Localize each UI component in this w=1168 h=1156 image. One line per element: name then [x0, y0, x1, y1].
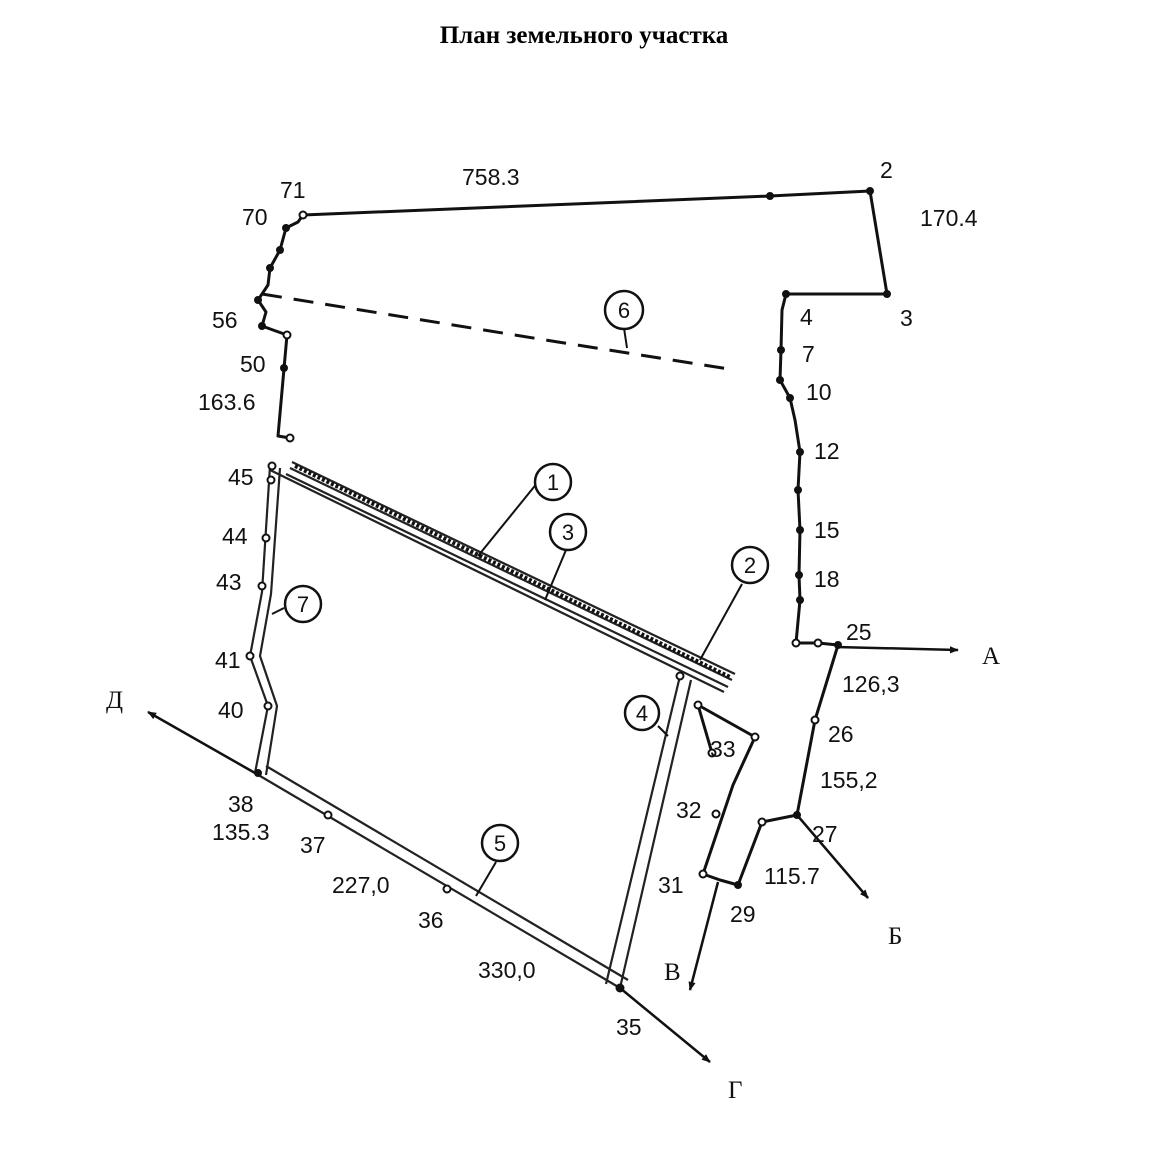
- ref-circle-5: 5: [480, 823, 520, 863]
- direction-label-g: Г: [728, 1077, 742, 1104]
- distance-label-227-0: 227,0: [332, 872, 390, 898]
- plan-title: План земельного участка: [439, 22, 729, 49]
- distance-label-758-3: 758.3: [462, 164, 520, 190]
- direction-label-b: Б: [888, 923, 902, 950]
- point-label-25: 25: [846, 619, 872, 645]
- ref-circle-4: 4: [623, 694, 661, 732]
- band-line-inner-2: [269, 469, 725, 693]
- ref-7-label: 7: [297, 592, 309, 617]
- point-label-27: 27: [812, 821, 838, 847]
- point-label-4: 4: [800, 304, 813, 330]
- west-double-line-2: [258, 467, 282, 776]
- ref-3-label: 3: [562, 520, 574, 545]
- point-label-70: 70: [242, 204, 268, 230]
- point-label-44: 44: [222, 523, 248, 549]
- leader-5: [475, 861, 497, 897]
- point-label-43: 43: [216, 569, 242, 595]
- distance-label-135-3: 135.3: [212, 819, 270, 845]
- band-line-hatch: [294, 464, 731, 679]
- direction-label-v: В: [664, 959, 681, 986]
- leader-4: [657, 725, 669, 737]
- point-label-38: 38: [228, 791, 254, 817]
- ref-4-label: 4: [636, 701, 648, 726]
- leader-1: [477, 481, 539, 557]
- band-line-mid: [289, 467, 733, 681]
- boundary-points: [245, 187, 891, 993]
- point-label-31: 31: [658, 872, 684, 898]
- point-label-37: 37: [300, 832, 326, 858]
- ref-5-label: 5: [494, 831, 506, 856]
- ref-6-label: 6: [618, 298, 630, 323]
- direction-label-d: Д: [106, 687, 123, 714]
- point-label-33: 33: [710, 736, 736, 762]
- point-label-71: 71: [280, 177, 306, 203]
- point-label-15: 15: [814, 517, 840, 543]
- south-double-line-1: [254, 772, 621, 989]
- point-label-41: 41: [215, 647, 241, 673]
- point-label-7: 7: [802, 341, 815, 367]
- arrow-a: [835, 645, 959, 654]
- dashed-line: [261, 292, 736, 372]
- ref-circle-2: 2: [730, 545, 770, 585]
- direction-label-a: А: [982, 643, 1000, 670]
- arrow-v: [688, 881, 720, 991]
- band-line-inner: [285, 473, 729, 688]
- arrow-b: [796, 814, 869, 899]
- ref-circle-6: 6: [603, 289, 645, 331]
- east-double-line-2: [618, 679, 693, 989]
- point-label-40: 40: [218, 697, 244, 723]
- point-label-56: 56: [212, 307, 238, 333]
- south-double-line-2: [265, 765, 629, 981]
- leader-7: [271, 607, 285, 615]
- point-label-29: 29: [730, 901, 756, 927]
- distance-label-155-2: 155,2: [820, 767, 878, 793]
- ref-circle-7: 7: [283, 584, 323, 624]
- boundary-line-north: [256, 189, 889, 887]
- ref-circle-1: 1: [533, 462, 573, 502]
- point-label-3: 3: [900, 305, 913, 331]
- band-line-outer: [291, 461, 736, 675]
- distance-label-330-0: 330,0: [478, 957, 536, 983]
- point-label-45: 45: [228, 464, 254, 490]
- point-label-26: 26: [828, 721, 854, 747]
- point-label-18: 18: [814, 566, 840, 592]
- arrow-g: [619, 987, 711, 1063]
- east-double-line-1: [604, 675, 682, 985]
- ref-2-label: 2: [744, 553, 756, 578]
- point-label-12: 12: [814, 438, 840, 464]
- leader-3: [544, 549, 567, 601]
- leader-2: [699, 583, 743, 661]
- point-label-32: 32: [676, 797, 702, 823]
- ref-circle-3: 3: [548, 512, 588, 552]
- point-label-35: 35: [616, 1014, 642, 1040]
- point-label-10: 10: [806, 379, 832, 405]
- arrow-d: [147, 710, 256, 775]
- distance-label-170-4: 170.4: [920, 205, 978, 231]
- point-label-36: 36: [418, 907, 444, 933]
- distance-label-115-7: 115.7: [764, 863, 820, 889]
- distance-label-126-3: 126,3: [842, 671, 900, 697]
- leader-6: [623, 327, 628, 349]
- ref-1-label: 1: [547, 470, 559, 495]
- point-label-2: 2: [880, 157, 893, 183]
- point-label-50: 50: [240, 351, 266, 377]
- distance-label-163-6: 163.6: [198, 389, 256, 415]
